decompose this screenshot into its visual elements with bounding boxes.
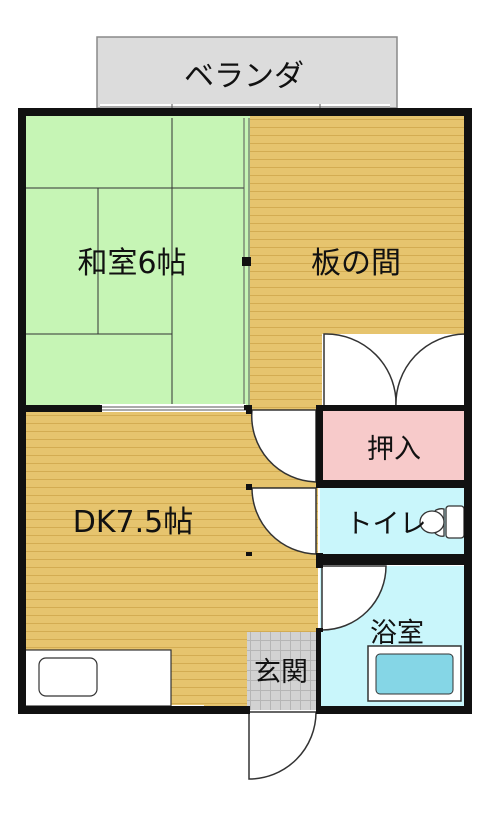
bathtub-icon: [367, 645, 462, 702]
sink-icon: [38, 657, 98, 697]
washitsu-label: 和室6帖: [77, 246, 186, 281]
bath-label: 浴室: [370, 618, 424, 649]
genkan-label: 玄関: [254, 657, 308, 688]
genkan-entry: [247, 632, 317, 710]
toilet-icon: [419, 505, 465, 539]
balcony-label: ベランダ: [184, 59, 304, 94]
interior-walls: [18, 405, 472, 710]
kitchen-counter: [24, 649, 172, 707]
oshiire-room: [320, 410, 467, 484]
door-frame-marks: [244, 410, 323, 714]
washitsu-room: [22, 112, 250, 409]
swing-doors: [250, 409, 387, 631]
oshiire-label: 押入: [367, 434, 421, 465]
dk-label: DK7.5帖: [73, 505, 193, 540]
closet-doors: [323, 333, 466, 408]
toilet-label: トイレ: [346, 509, 427, 540]
tatami-lines: [26, 118, 244, 405]
balcony-area: [96, 36, 398, 109]
door-post: [242, 257, 251, 266]
itanoma-label: 板の間: [311, 246, 401, 281]
sliding-door-washitsu-dk: [100, 404, 246, 412]
entrance-door: [248, 711, 317, 780]
